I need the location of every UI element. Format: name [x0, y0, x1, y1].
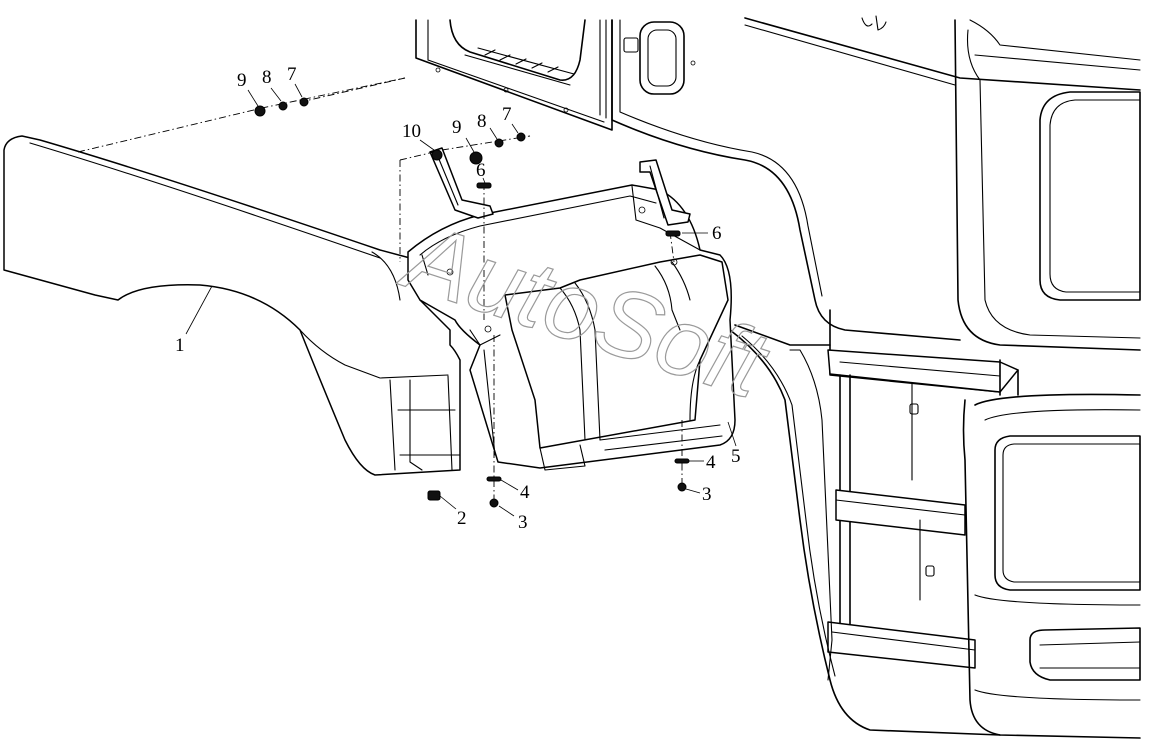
bolt-10-icon [431, 149, 443, 161]
cab-body [611, 15, 1141, 739]
washer-8b-icon [494, 138, 504, 148]
label-3-right: 3 [702, 484, 712, 505]
part-labels: 9 8 7 10 9 8 7 6 6 1 5 4 3 4 3 2 [175, 64, 741, 533]
bolt-3a-icon [489, 498, 499, 508]
bolt-3b-icon [677, 482, 687, 492]
label-8-top: 8 [262, 67, 272, 88]
label-7-mid: 7 [502, 104, 512, 125]
label-9-mid: 9 [452, 117, 462, 138]
nut-7a-icon [299, 97, 309, 107]
fasteners [254, 97, 690, 508]
washer-4b-icon [674, 458, 690, 464]
upper-step-box [415, 19, 613, 131]
washer-9a-icon [254, 105, 266, 117]
label-7-top: 7 [287, 64, 297, 85]
label-4-left: 4 [520, 482, 530, 503]
label-10: 10 [402, 121, 421, 142]
label-9-top: 9 [237, 70, 247, 91]
label-8-mid: 8 [477, 111, 487, 132]
support-brackets [429, 147, 691, 226]
label-3-left: 3 [518, 512, 528, 533]
clip-6a-icon [476, 182, 492, 189]
mudguard-part-5 [407, 184, 736, 471]
washer-9b-icon [469, 151, 483, 165]
label-4-right: 4 [706, 452, 716, 473]
washer-4a-icon [486, 476, 502, 482]
label-6-left: 6 [476, 160, 486, 181]
leader-lines [185, 83, 737, 517]
washer-8a-icon [278, 101, 288, 111]
fender-part-1 [3, 135, 461, 476]
label-6-right: 6 [712, 223, 722, 244]
clip-6b-icon [665, 230, 681, 237]
label-1: 1 [175, 335, 185, 356]
label-2: 2 [457, 508, 467, 529]
label-5: 5 [731, 446, 741, 467]
clip-2-icon [427, 490, 441, 501]
nut-7b-icon [516, 132, 526, 142]
